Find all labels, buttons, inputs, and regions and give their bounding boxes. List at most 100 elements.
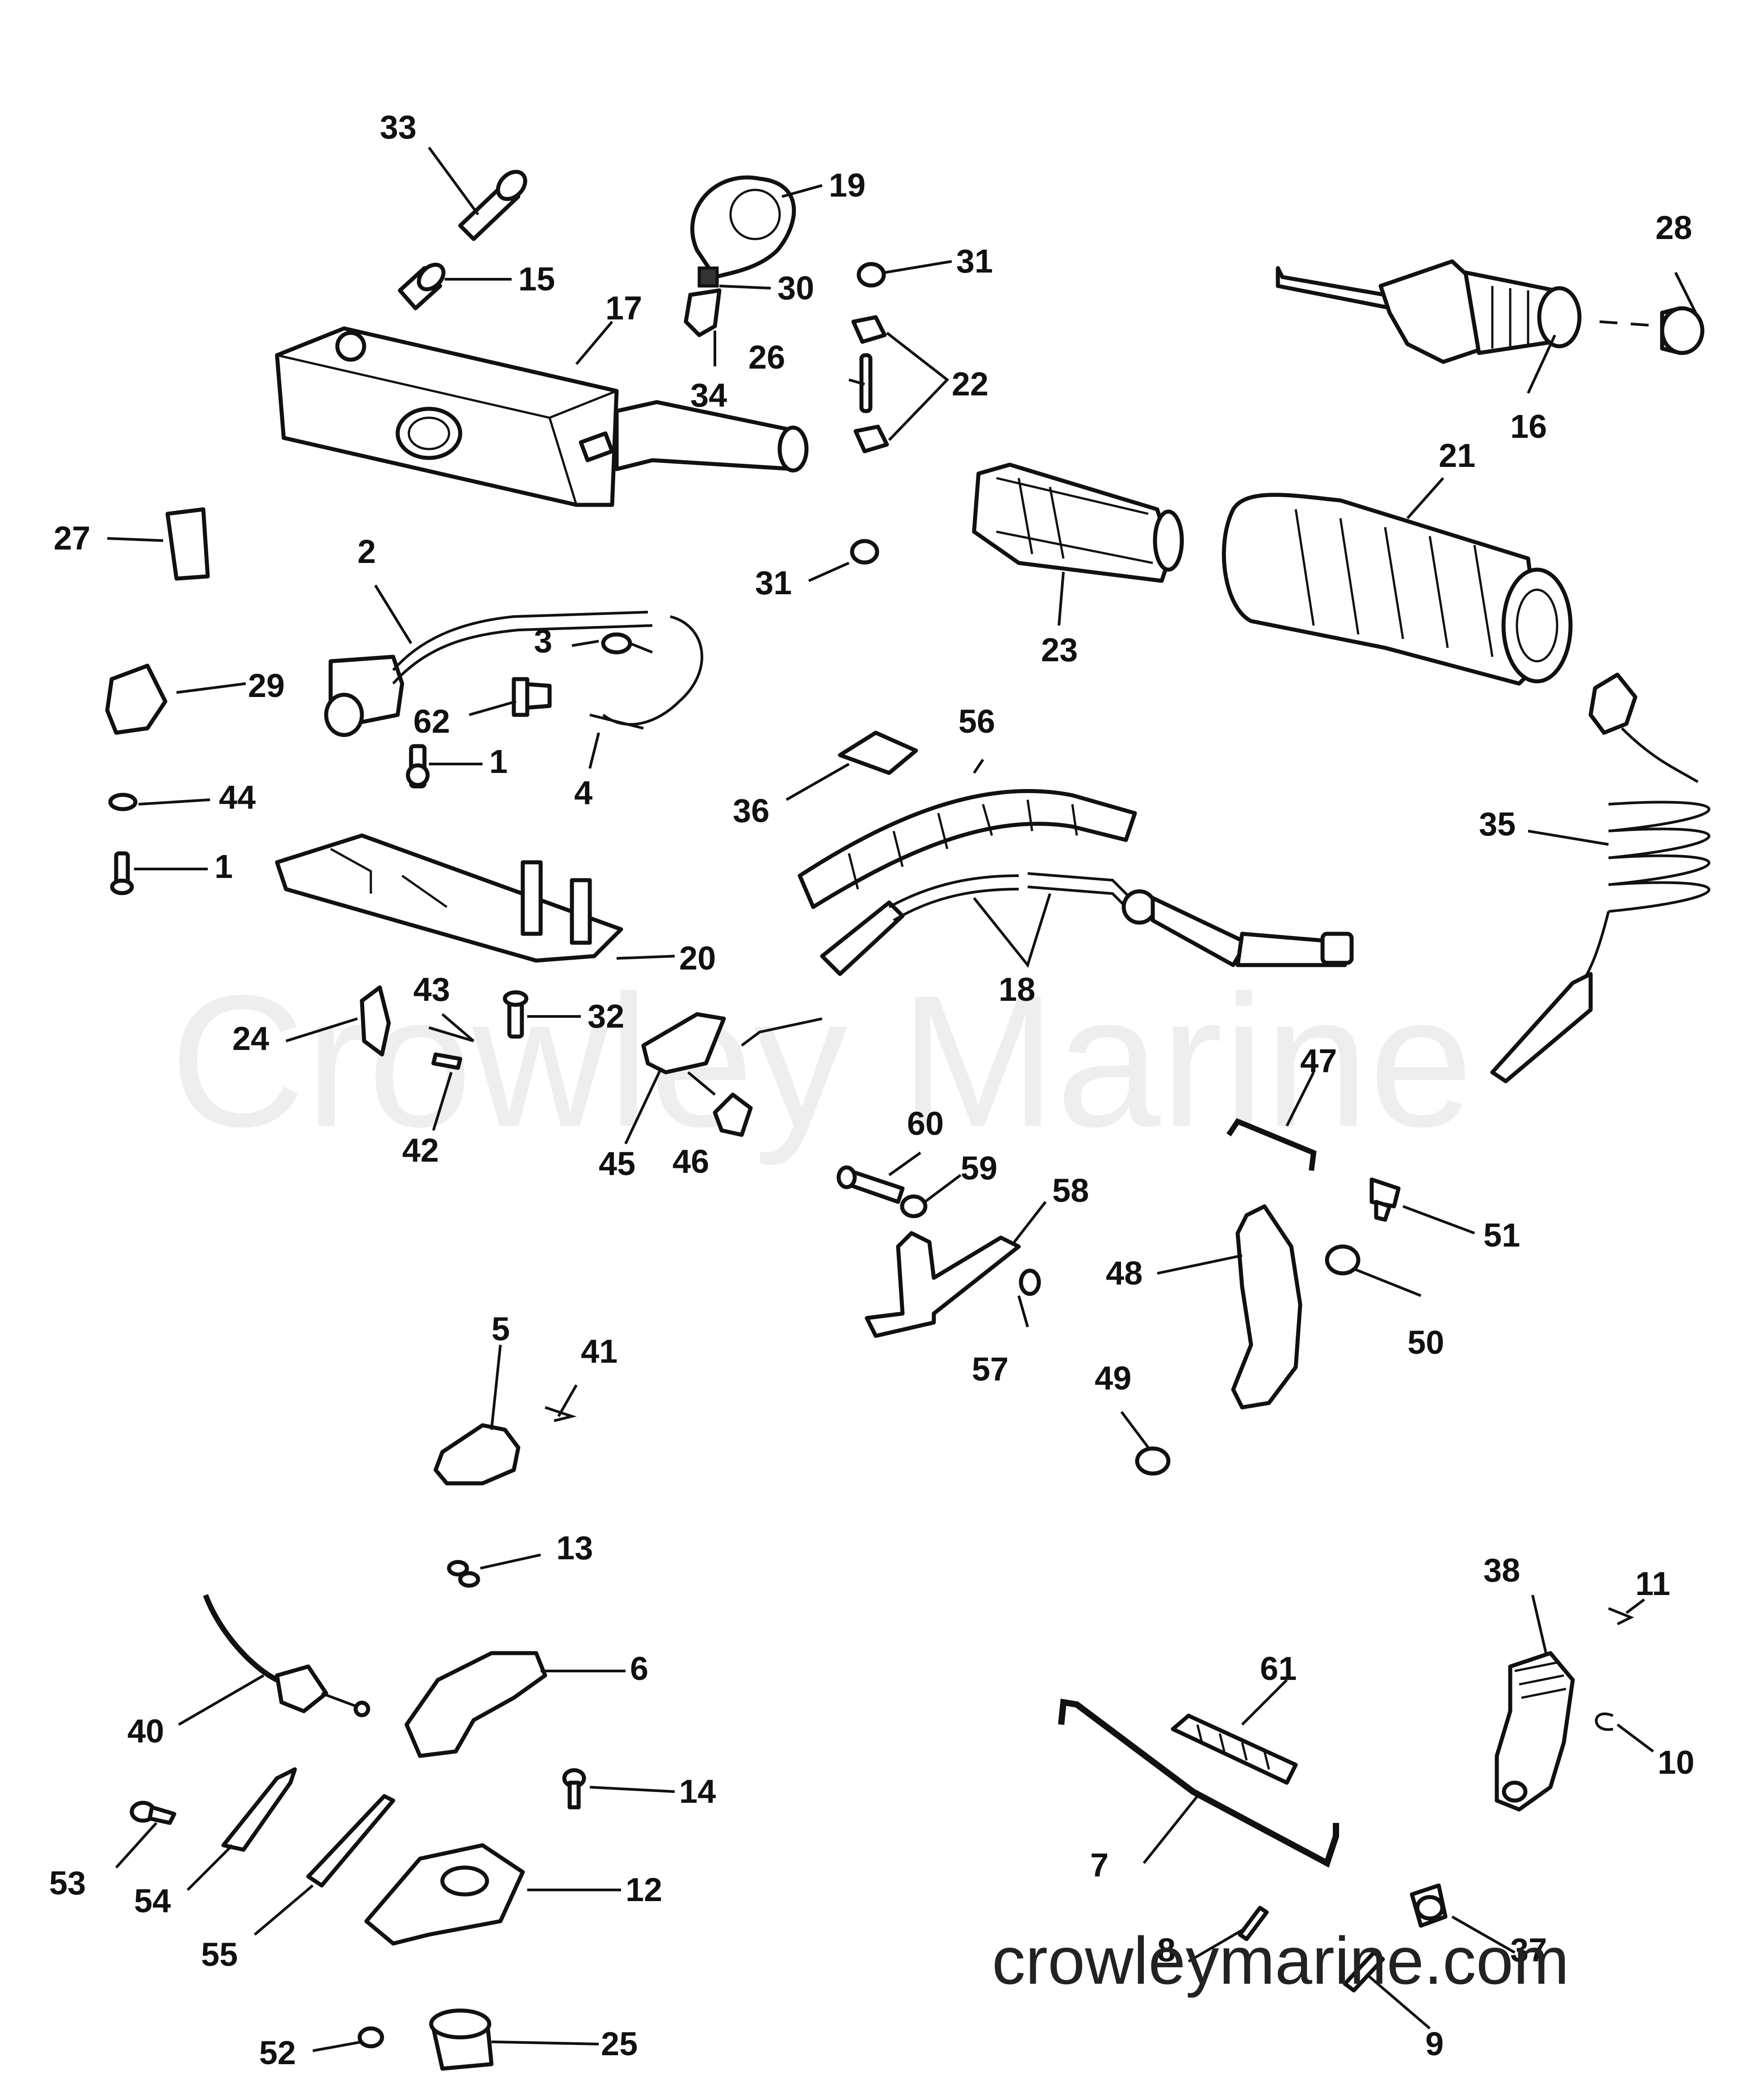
callout-57: 57: [972, 1351, 1008, 1388]
callout-19: 19: [829, 167, 865, 204]
part-33-pin: [458, 170, 527, 241]
part-62-screw: [512, 677, 552, 717]
part-40-cable: [203, 1594, 370, 1717]
part-52-nut: [357, 2026, 384, 2049]
part-43-cotter: [428, 1026, 474, 1042]
part-6-cam: [404, 1651, 547, 1758]
part-1-screw-left: [110, 851, 134, 895]
callout-18: 18: [999, 971, 1035, 1008]
part-36-clip: [838, 731, 918, 775]
callout-46: 46: [672, 1143, 709, 1180]
part-51-screw: [1369, 1177, 1401, 1222]
part-9-pin: [1343, 1950, 1385, 1993]
part-drawings: [105, 170, 1710, 2071]
part-27-plate: [165, 507, 210, 581]
callout-15: 15: [518, 260, 555, 298]
part-28-cap: [1599, 306, 1705, 355]
callout-45: 45: [599, 1145, 635, 1182]
part-32-screw: [503, 990, 529, 1039]
part-57-bushing: [1019, 1268, 1041, 1296]
part-24-clip: [360, 985, 391, 1057]
part-23-grip-sleeve: [972, 462, 1184, 583]
part-8-pin: [1238, 1906, 1269, 1941]
part-18-cable: [741, 872, 1354, 1047]
callout-59: 59: [961, 1150, 997, 1187]
callout-58: 58: [1052, 1172, 1089, 1209]
callout-2: 2: [357, 533, 376, 570]
callout-5: 5: [491, 1310, 510, 1348]
callout-41: 41: [581, 1333, 617, 1370]
part-44-washer: [108, 793, 138, 811]
callout-47: 47: [1300, 1042, 1337, 1079]
callout-49: 49: [1095, 1360, 1131, 1397]
callout-13: 13: [556, 1529, 593, 1566]
part-1-screw-top: [406, 744, 430, 789]
part-55-link: [306, 1794, 395, 1888]
part-13-rings: [447, 1560, 480, 1588]
callout-20: 20: [679, 940, 716, 977]
callout-44: 44: [219, 779, 256, 816]
callout-14: 14: [679, 1773, 716, 1810]
callout-38: 38: [1483, 1552, 1520, 1589]
part-15-sleeve: [398, 263, 445, 311]
callout-62: 62: [413, 703, 450, 740]
part-25-bushing: [429, 2008, 494, 2071]
part-3-terminal: [601, 632, 653, 655]
part-17-handle-housing: [275, 326, 809, 507]
part-49-washer: [1135, 1446, 1171, 1476]
callout-17: 17: [605, 290, 642, 327]
part-19-loop: [690, 175, 796, 288]
part-7-shift-rod: [1058, 1698, 1339, 1868]
part-31-plug-bottom: [850, 539, 879, 565]
callout-8: 8: [1157, 1931, 1176, 1969]
callout-1-top: 1: [489, 743, 508, 780]
callout-4: 4: [574, 774, 592, 811]
part-37-bushing: [1410, 1883, 1448, 1928]
callout-31-bottom: 31: [755, 564, 792, 601]
part-42-pin: [431, 1052, 462, 1070]
part-21-grip: [1222, 493, 1573, 686]
callout-51: 51: [1483, 1217, 1520, 1254]
part-46-bolt: [713, 1092, 753, 1137]
callout-61: 61: [1260, 1650, 1297, 1687]
callout-1-left: 1: [214, 848, 233, 885]
callout-31-top: 31: [956, 243, 993, 280]
part-38-shift-lever: [1495, 1651, 1575, 1812]
callout-55: 55: [201, 1936, 238, 1973]
callout-54: 54: [134, 1882, 171, 1919]
callout-25: 25: [601, 2025, 638, 2062]
callout-3: 3: [534, 622, 552, 659]
leader-lines: [107, 147, 1699, 2052]
callout-29: 29: [248, 667, 285, 704]
callout-30: 30: [777, 269, 814, 306]
part-4-wire: [589, 714, 644, 730]
callout-24: 24: [232, 1020, 269, 1057]
callout-50: 50: [1407, 1324, 1444, 1361]
part-48-lever: [1231, 1204, 1302, 1410]
callout-26: 26: [748, 339, 785, 376]
callout-52: 52: [259, 2034, 296, 2071]
part-56-sleeve: [798, 789, 1137, 909]
callout-33: 33: [380, 109, 416, 146]
callout-11: 11: [1635, 1565, 1670, 1602]
part-16-throttle-assembly: [1276, 259, 1582, 364]
callout-28: 28: [1655, 209, 1692, 246]
callout-7: 7: [1090, 1847, 1109, 1884]
callout-27: 27: [54, 520, 90, 557]
part-20-base-plate: [275, 833, 623, 963]
part-14-screw: [562, 1768, 586, 1810]
callout-42: 42: [402, 1132, 439, 1169]
part-22-nuts: [851, 315, 889, 453]
part-41-cotter: [545, 1406, 577, 1422]
part-2-switch-harness: [324, 611, 703, 737]
part-47-rod: [1226, 1118, 1317, 1171]
part-10-clip: [1595, 1712, 1614, 1731]
callout-56: 56: [958, 703, 995, 740]
callout-labels: 33 15 17 19 30 34 31 26 22 16 28 21 23 3…: [49, 109, 1694, 2071]
callout-40: 40: [127, 1713, 164, 1750]
callout-22: 22: [952, 365, 988, 403]
callout-53: 53: [49, 1864, 86, 1902]
part-12-base: [364, 1843, 525, 1946]
part-50-washer: [1325, 1244, 1361, 1276]
